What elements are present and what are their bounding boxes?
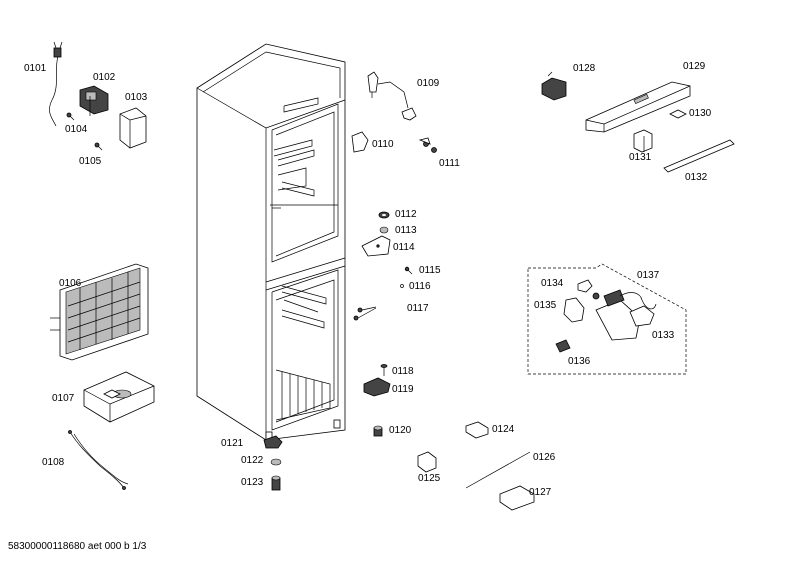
label-0132: 0132 bbox=[685, 172, 708, 183]
label-0106: 0106 bbox=[59, 278, 82, 289]
label-0121: 0121 bbox=[221, 438, 244, 449]
label-0109: 0109 bbox=[417, 78, 440, 89]
label-0102: 0102 bbox=[93, 72, 116, 83]
label-0131: 0131 bbox=[629, 152, 652, 163]
lamp-assembly-group bbox=[527, 263, 687, 375]
label-0116: 0116 bbox=[409, 281, 431, 292]
part-0131 bbox=[633, 129, 653, 153]
label-0117: 0117 bbox=[407, 303, 429, 314]
part-0129 bbox=[585, 81, 691, 133]
wire-harness-part bbox=[68, 430, 129, 490]
part-0121 bbox=[263, 435, 283, 449]
part-0122 bbox=[270, 458, 282, 466]
part-0109 bbox=[367, 71, 417, 121]
label-0107: 0107 bbox=[52, 393, 75, 404]
part-0130 bbox=[669, 109, 687, 119]
label-0129: 0129 bbox=[683, 61, 706, 72]
part-0123 bbox=[271, 475, 281, 491]
part-0132 bbox=[663, 139, 735, 173]
label-0136: 0136 bbox=[568, 356, 591, 367]
label-0111: 0111 bbox=[439, 158, 460, 169]
part-0118 bbox=[380, 364, 388, 376]
part-0110 bbox=[351, 131, 369, 153]
label-0130: 0130 bbox=[689, 108, 712, 119]
label-0126: 0126 bbox=[533, 452, 556, 463]
document-footer-id: 58300000118680 aet 000 b 1/3 bbox=[8, 541, 147, 552]
label-0127: 0127 bbox=[529, 487, 552, 498]
label-0137: 0137 bbox=[637, 270, 660, 281]
label-0101: 0101 bbox=[24, 63, 47, 74]
screw-0104 bbox=[66, 112, 75, 121]
label-0105: 0105 bbox=[79, 156, 102, 167]
part-0115 bbox=[404, 266, 413, 275]
part-0112 bbox=[378, 211, 390, 219]
label-0110: 0110 bbox=[372, 139, 394, 150]
label-0124: 0124 bbox=[492, 424, 515, 435]
part-0117 bbox=[353, 306, 377, 321]
part-0119 bbox=[363, 377, 391, 397]
relay-part bbox=[79, 85, 109, 116]
part-0120 bbox=[373, 425, 383, 437]
label-0135: 0135 bbox=[534, 300, 557, 311]
label-0119: 0119 bbox=[392, 384, 414, 395]
label-0122: 0122 bbox=[241, 455, 264, 466]
label-0118: 0118 bbox=[392, 366, 414, 377]
label-0115: 0115 bbox=[419, 265, 441, 276]
label-0125: 0125 bbox=[418, 473, 441, 484]
label-0120: 0120 bbox=[389, 425, 412, 436]
part-0125 bbox=[417, 451, 437, 473]
part-0113 bbox=[379, 226, 389, 234]
part-0124 bbox=[465, 421, 489, 439]
fridge-cabinet bbox=[196, 43, 346, 441]
label-0113: 0113 bbox=[395, 225, 417, 236]
cover-plate-part bbox=[119, 107, 147, 149]
part-0114 bbox=[361, 235, 391, 257]
label-0104: 0104 bbox=[65, 124, 88, 135]
label-0103: 0103 bbox=[125, 92, 148, 103]
label-0108: 0108 bbox=[42, 457, 65, 468]
part-0127 bbox=[499, 485, 535, 511]
part-0128 bbox=[541, 71, 567, 101]
part-0126 bbox=[465, 451, 531, 489]
screw-0105 bbox=[94, 142, 103, 151]
label-0133: 0133 bbox=[652, 330, 675, 341]
drip-tray-part bbox=[83, 371, 155, 423]
label-0114: 0114 bbox=[393, 242, 415, 253]
part-0116 bbox=[400, 284, 404, 288]
label-0123: 0123 bbox=[241, 477, 264, 488]
power-cord-part bbox=[49, 41, 63, 127]
label-0112: 0112 bbox=[395, 209, 417, 220]
condenser-part bbox=[50, 263, 149, 361]
label-0134: 0134 bbox=[541, 278, 564, 289]
part-0111 bbox=[418, 137, 437, 153]
label-0128: 0128 bbox=[573, 63, 596, 74]
